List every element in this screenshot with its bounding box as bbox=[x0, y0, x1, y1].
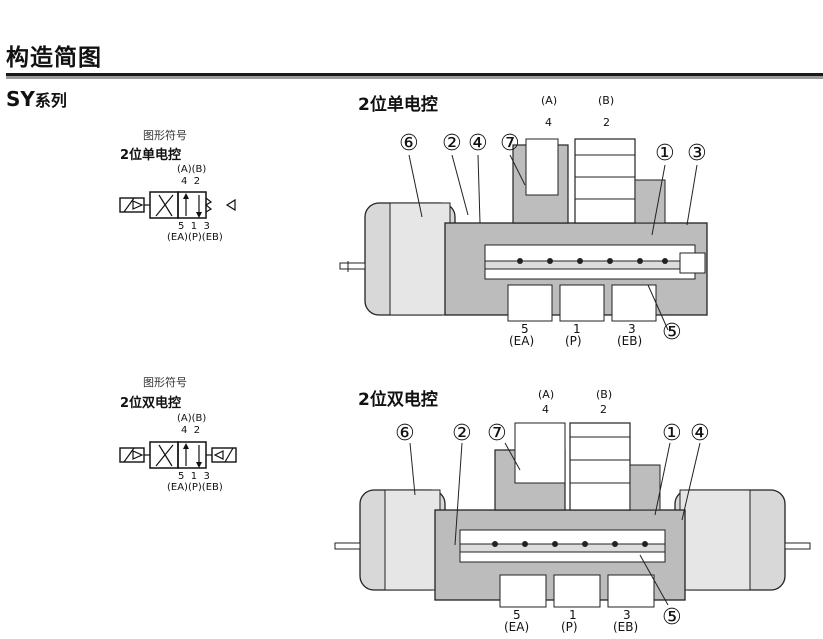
symbol-title: 2位单电控 bbox=[120, 148, 182, 163]
symbol-caption: 图形符号 bbox=[143, 129, 187, 142]
single-solenoid-cross-section bbox=[339, 138, 708, 331]
callout-3: ③ bbox=[687, 141, 707, 166]
port-b-number: 2 bbox=[603, 116, 610, 129]
bottom-port-number: 1 bbox=[569, 608, 577, 622]
callout-7: ⑦ bbox=[500, 131, 520, 156]
port-a-number: 4 bbox=[542, 403, 549, 416]
symbol-bottom-ports: (EA)(P)(EB) bbox=[167, 232, 223, 243]
port-a-label: (A) bbox=[541, 94, 558, 107]
bottom-port-number: 5 bbox=[521, 322, 529, 336]
callout-6: ⑥ bbox=[395, 421, 415, 446]
callout-2: ② bbox=[452, 421, 472, 446]
symbol-title: 2位双电控 bbox=[120, 396, 182, 411]
bottom-port-name: (EA) bbox=[504, 620, 530, 634]
symbol-top-ports: (A)(B) bbox=[177, 164, 207, 175]
symbol-bottom-numbers: 5 1 3 bbox=[178, 221, 210, 232]
page-title: 构造简图 bbox=[6, 45, 102, 71]
bottom-port-number: 3 bbox=[623, 608, 631, 622]
port-b-number: 2 bbox=[600, 403, 607, 416]
bottom-port-number: 3 bbox=[628, 322, 636, 336]
double-solenoid-cross-section bbox=[334, 422, 811, 608]
symbol-top-ports: (A)(B) bbox=[177, 413, 207, 424]
symbol-top-numbers: 4 2 bbox=[181, 425, 201, 436]
callout-1: ① bbox=[662, 421, 682, 446]
bottom-port-name: (P) bbox=[561, 620, 578, 634]
series-suffix: 系列 bbox=[34, 91, 67, 110]
bottom-port-number: 5 bbox=[513, 608, 521, 622]
callout-4: ④ bbox=[468, 131, 488, 156]
symbol-bottom-ports: (EA)(P)(EB) bbox=[167, 482, 223, 493]
callout-5: ⑤ bbox=[662, 320, 682, 345]
single-solenoid-symbol bbox=[119, 191, 236, 219]
callout-4: ④ bbox=[690, 421, 710, 446]
port-b-label: (B) bbox=[596, 388, 613, 401]
series-title: SY系列 bbox=[6, 87, 67, 111]
bottom-port-name: (EB) bbox=[617, 334, 643, 348]
port-a-label: (A) bbox=[538, 388, 555, 401]
double-solenoid-symbol bbox=[119, 441, 237, 469]
series-name: SY bbox=[6, 87, 35, 111]
title-divider bbox=[6, 73, 823, 79]
section-title: 2位单电控 bbox=[358, 95, 438, 115]
port-b-label: (B) bbox=[598, 94, 615, 107]
section-title: 2位双电控 bbox=[358, 390, 438, 410]
callout-5: ⑤ bbox=[662, 605, 682, 630]
symbol-top-numbers: 4 2 bbox=[181, 176, 201, 187]
callout-6: ⑥ bbox=[399, 131, 419, 156]
callout-1: ① bbox=[655, 141, 675, 166]
symbol-caption: 图形符号 bbox=[143, 376, 187, 389]
callout-7: ⑦ bbox=[487, 421, 507, 446]
bottom-port-number: 1 bbox=[573, 322, 581, 336]
symbol-bottom-numbers: 5 1 3 bbox=[178, 471, 210, 482]
port-a-number: 4 bbox=[545, 116, 552, 129]
callout-2: ② bbox=[442, 131, 462, 156]
bottom-port-name: (EA) bbox=[509, 334, 535, 348]
bottom-port-name: (EB) bbox=[613, 620, 639, 634]
bottom-port-name: (P) bbox=[565, 334, 582, 348]
